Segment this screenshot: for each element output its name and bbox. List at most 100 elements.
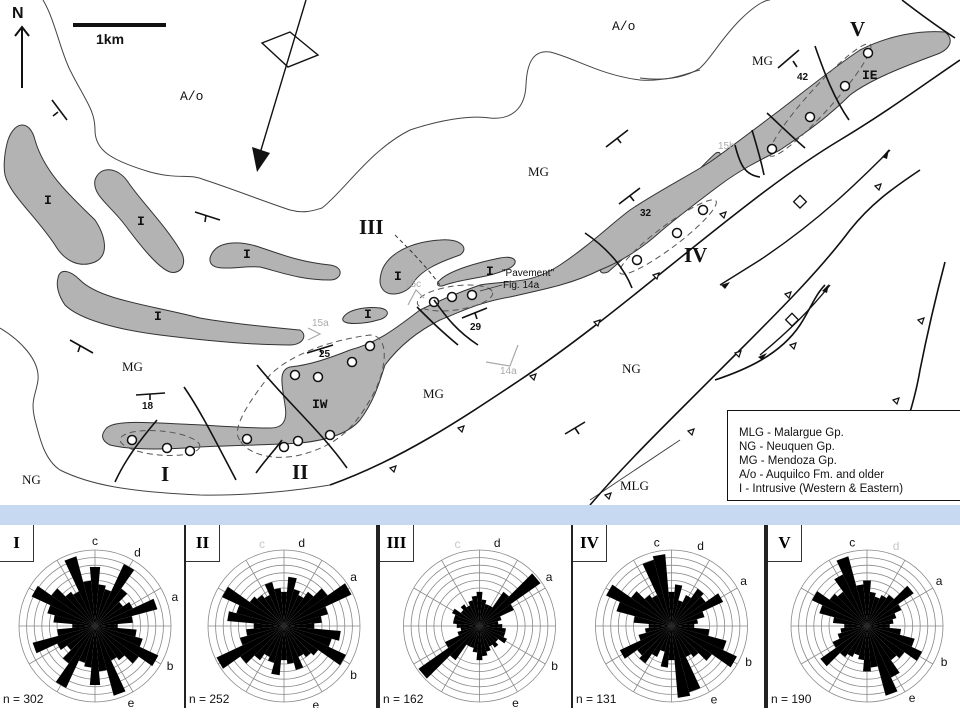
- rose-petal: [837, 626, 867, 639]
- thrust-tooth: [456, 425, 465, 434]
- rose-set-label: a: [740, 574, 747, 588]
- dip-value: 29: [470, 322, 482, 333]
- rose-petal: [95, 589, 112, 626]
- rose-set-label: c: [92, 534, 98, 548]
- rose-petal: [671, 611, 705, 626]
- geologic-map: N 1km A/o A/o MG MG MG MG NG NG MLG I I …: [0, 0, 960, 505]
- rose-petal: [671, 626, 692, 657]
- unit-label: MG: [423, 386, 444, 401]
- sample-site: [466, 289, 478, 301]
- rose-petal: [867, 626, 898, 696]
- rose-petal: [457, 626, 480, 636]
- rose-petal: [834, 574, 867, 626]
- rose-petal: [451, 608, 480, 626]
- rose-petal: [32, 626, 95, 654]
- site-label-II: II: [292, 460, 308, 484]
- rose-petal: [95, 624, 118, 628]
- rose-petal: [660, 626, 672, 668]
- rose-petal: [264, 581, 284, 626]
- fault-line: [751, 129, 765, 176]
- rose-petal: [652, 554, 672, 626]
- rose-petal: [95, 601, 124, 626]
- rose-petal: [668, 626, 675, 661]
- rose-panel-title: V: [768, 525, 802, 562]
- rose-petal: [284, 588, 328, 626]
- rose-petal: [479, 624, 503, 628]
- intrusive-label: I: [486, 264, 494, 279]
- rose-petal: [867, 626, 915, 647]
- unit-label: MG: [752, 53, 773, 68]
- rose-petal: [606, 584, 672, 626]
- sample-count: n = 131: [576, 692, 617, 706]
- rose-petal: [466, 605, 480, 626]
- rose-petal: [840, 626, 867, 633]
- figure-ref: 15a: [312, 318, 329, 329]
- rose-petal: [854, 626, 867, 656]
- rose-petal: [811, 591, 867, 626]
- rose-petal: [867, 626, 923, 661]
- rose-set-label: c: [259, 537, 265, 551]
- rose-petal: [671, 626, 710, 636]
- rose-petal: [284, 626, 319, 656]
- rose-set-label: d: [893, 539, 900, 553]
- rose-set-label: b: [551, 659, 558, 673]
- cross-section-line: [257, 0, 307, 161]
- sample-site: [324, 429, 336, 441]
- sample-site: [184, 445, 196, 457]
- sample-site: [161, 442, 173, 454]
- rose-petal: [227, 611, 284, 626]
- rose-petal: [284, 626, 304, 657]
- rose-petal: [651, 595, 672, 626]
- thrust-tooth: [603, 492, 612, 501]
- rose-panel-title: II: [186, 525, 220, 562]
- site-label-III: III: [359, 215, 384, 239]
- rose-petal: [66, 626, 95, 651]
- rose-petal: [832, 617, 867, 626]
- intrusive-label: I: [44, 193, 52, 208]
- rose-petal: [479, 603, 490, 626]
- rose-petal: [95, 564, 135, 626]
- rose-petal: [240, 626, 284, 664]
- strike-dip-symbol: [69, 339, 94, 354]
- sample-count: n = 162: [383, 692, 424, 706]
- intrusive-label: I: [243, 247, 251, 262]
- rose-petal: [638, 626, 672, 641]
- rose-petal: [671, 626, 712, 661]
- intrusive-label: IW: [312, 397, 328, 412]
- rose-set-label: c: [849, 535, 855, 549]
- sample-site: [697, 204, 709, 216]
- thrust-fault: [714, 284, 826, 381]
- rose-petal: [867, 596, 880, 626]
- rose-petal: [867, 604, 902, 626]
- sample-site: [126, 434, 138, 446]
- sample-count: n = 252: [189, 692, 230, 706]
- rose-petal: [616, 601, 672, 626]
- rose-set-label: b: [167, 659, 174, 673]
- rose-petal: [95, 626, 159, 667]
- rose-petal: [867, 626, 905, 659]
- thrust-tooth: [686, 428, 695, 437]
- rose-petal: [867, 619, 894, 626]
- thrust-tooth: [388, 465, 397, 474]
- annotation-leader: [479, 284, 503, 292]
- site-label-V: V: [850, 17, 865, 41]
- strike-dip-symbol: [51, 99, 68, 121]
- rose-petal: [479, 626, 491, 652]
- rose-petal: [95, 616, 133, 626]
- rose-petal: [95, 626, 137, 637]
- rose-petal: [284, 623, 315, 629]
- rose-petal: [284, 626, 294, 664]
- intrusive-body: [209, 242, 341, 281]
- rose-petal: [284, 591, 314, 626]
- sample-site: [278, 441, 290, 453]
- rose-petal: [284, 616, 322, 626]
- unit-label: MG: [122, 359, 143, 374]
- intrusive-body: [94, 169, 185, 273]
- sample-site: [446, 291, 458, 303]
- rose-petal: [479, 599, 487, 626]
- rose-set-label: d: [134, 545, 141, 559]
- rose-petal: [479, 573, 541, 626]
- rose-panel-title: I: [0, 525, 34, 562]
- rose-petal: [284, 589, 301, 626]
- rose-petal: [671, 619, 698, 626]
